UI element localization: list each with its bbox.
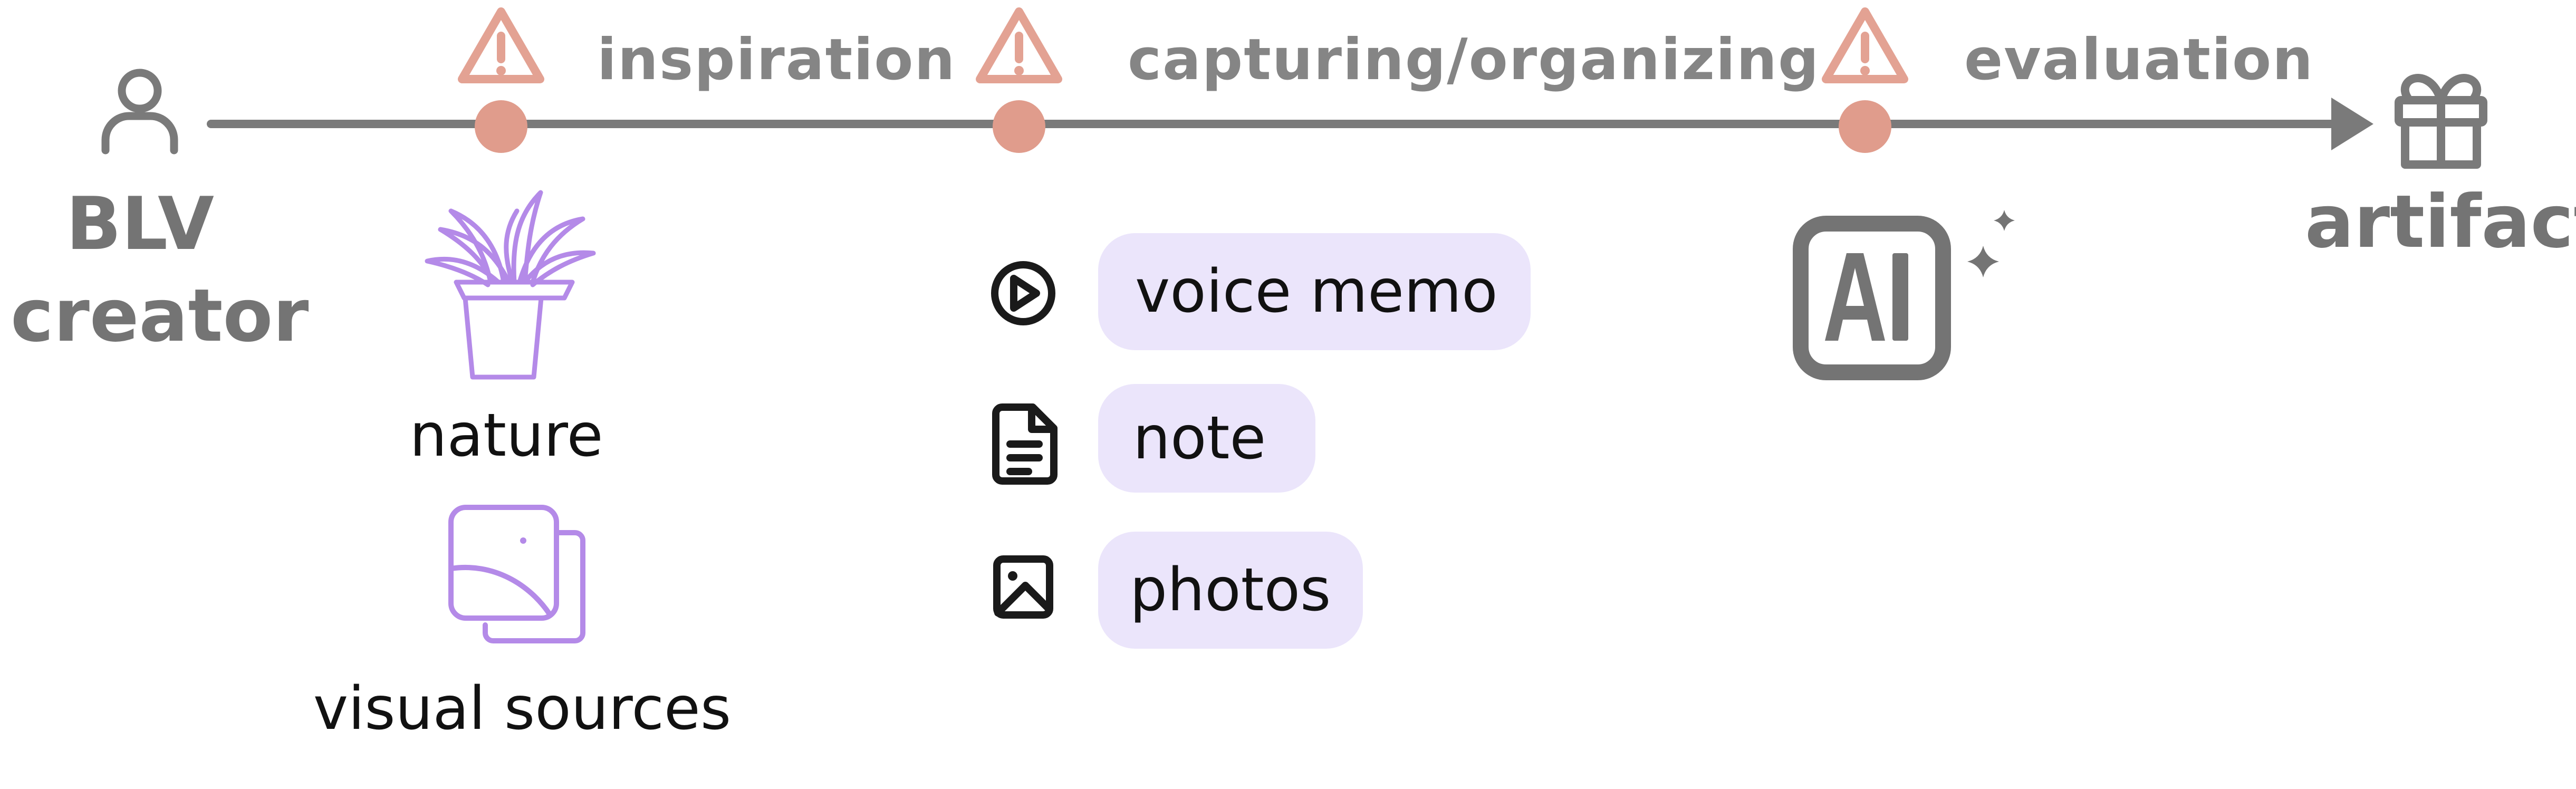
warning-icon xyxy=(1822,7,1908,83)
warning-icon xyxy=(458,7,544,83)
stage-node xyxy=(475,100,527,153)
stage-label-capturing-organizing: capturing/organizing xyxy=(1128,27,1820,93)
potted-plant-icon xyxy=(425,190,596,380)
format-label-voice-memo: voice memo xyxy=(1135,257,1498,326)
format-pill-photos: photos xyxy=(1098,532,1363,649)
play-circle-icon xyxy=(991,261,1055,325)
source-label-nature: nature xyxy=(409,401,603,470)
source-label-visual-sources: visual sources xyxy=(313,675,732,743)
stage-node xyxy=(993,100,1045,153)
image-stack-icon xyxy=(448,505,585,643)
start-label-line2: creator xyxy=(11,273,309,358)
document-icon xyxy=(992,403,1058,485)
end-label: artifact xyxy=(2305,179,2576,264)
stage-label-evaluation: evaluation xyxy=(1964,27,2314,93)
start-label-line1: BLV xyxy=(66,181,214,266)
ai-sparkle-icon xyxy=(1793,210,2015,380)
format-label-photos: photos xyxy=(1130,556,1331,624)
format-pill-voice-memo: voice memo xyxy=(1098,233,1531,350)
format-label-note: note xyxy=(1133,404,1266,473)
format-pill-note: note xyxy=(1098,384,1315,493)
stage-node xyxy=(1839,100,1891,153)
person-icon xyxy=(101,69,178,155)
image-icon xyxy=(993,555,1053,619)
warning-icon xyxy=(976,7,1062,83)
timeline-arrowhead xyxy=(2331,98,2373,150)
stage-label-inspiration: inspiration xyxy=(597,27,956,93)
gift-icon xyxy=(2395,74,2487,169)
